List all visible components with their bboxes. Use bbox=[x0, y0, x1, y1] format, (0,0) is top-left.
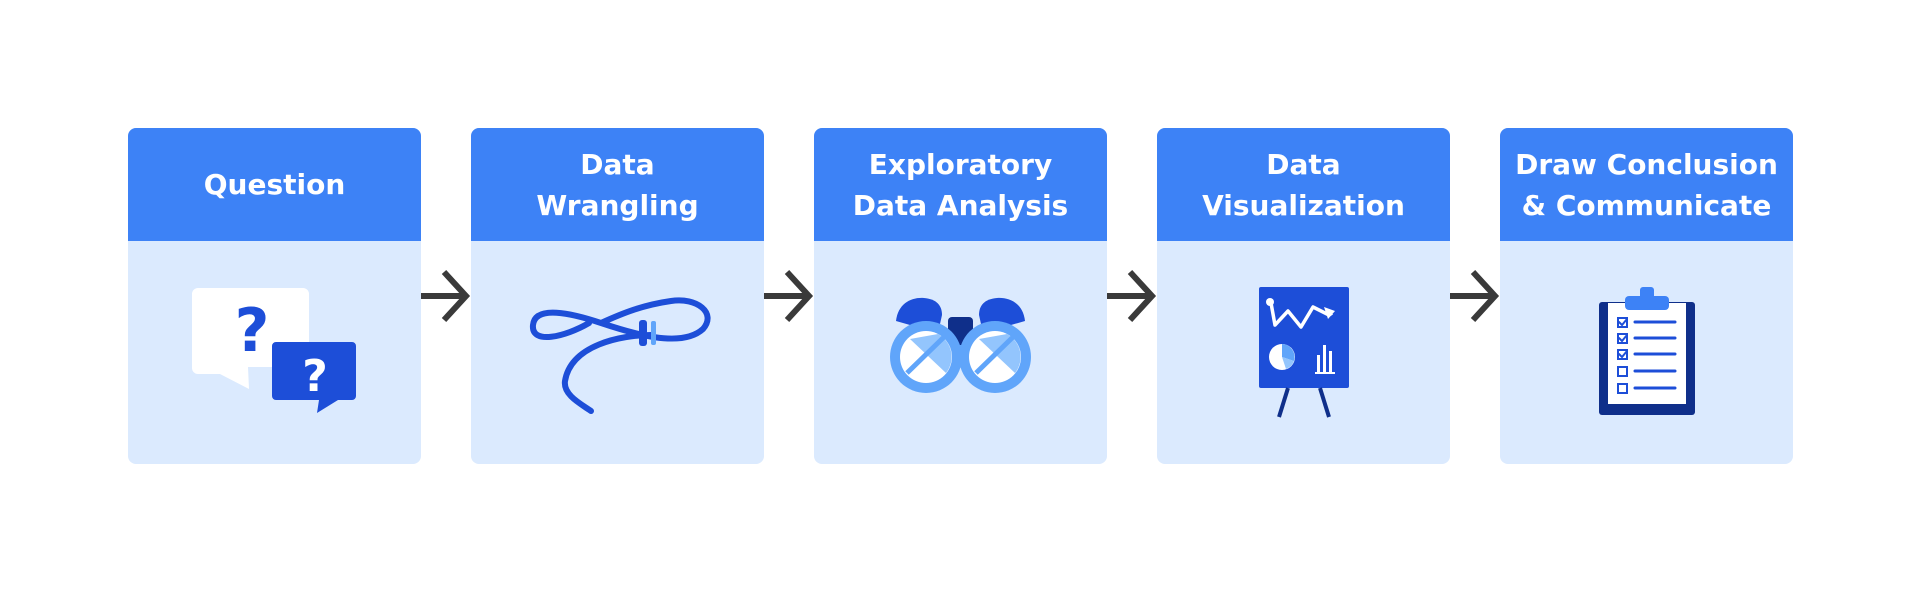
step-body bbox=[1157, 241, 1450, 464]
arrow-right-icon bbox=[1107, 269, 1157, 323]
step-title: Question bbox=[203, 168, 346, 201]
step-card-exploratory-data-analysis: Exploratory Data Analysis bbox=[814, 128, 1107, 464]
step-header: Data Visualization bbox=[1157, 128, 1450, 241]
arrow-right-icon bbox=[421, 269, 471, 323]
step-card-draw-conclusion: Draw Conclusion & Communicate bbox=[1500, 128, 1793, 464]
step-header: Data Wrangling bbox=[471, 128, 764, 241]
step-card-data-wrangling: Data Wrangling bbox=[471, 128, 764, 464]
step-body bbox=[1500, 241, 1793, 464]
step-title: Data Wrangling bbox=[536, 147, 699, 222]
step-header: Draw Conclusion & Communicate bbox=[1500, 128, 1793, 241]
step-card-question: Question ? ? bbox=[128, 128, 421, 464]
arrow-right-icon bbox=[764, 269, 814, 323]
step-title: Exploratory Data Analysis bbox=[852, 147, 1069, 222]
presentation-chart-icon bbox=[1259, 287, 1349, 418]
step-card-data-visualization: Data Visualization bbox=[1157, 128, 1450, 464]
arrow-right-icon bbox=[1450, 269, 1500, 323]
binoculars-icon bbox=[890, 297, 1031, 393]
step-header: Exploratory Data Analysis bbox=[814, 128, 1107, 241]
step-body: ? ? bbox=[128, 241, 421, 464]
step-header: Question bbox=[128, 128, 421, 241]
clipboard-checklist-icon bbox=[1599, 287, 1695, 415]
question-bubbles-icon: ? ? bbox=[192, 288, 356, 413]
step-title: Draw Conclusion & Communicate bbox=[1515, 147, 1778, 222]
step-body bbox=[814, 241, 1107, 464]
question-mark: ? bbox=[235, 296, 270, 366]
question-mark-small: ? bbox=[302, 351, 328, 402]
step-body bbox=[471, 241, 764, 464]
lasso-rope-icon bbox=[530, 297, 711, 414]
step-title: Data Visualization bbox=[1202, 147, 1405, 222]
